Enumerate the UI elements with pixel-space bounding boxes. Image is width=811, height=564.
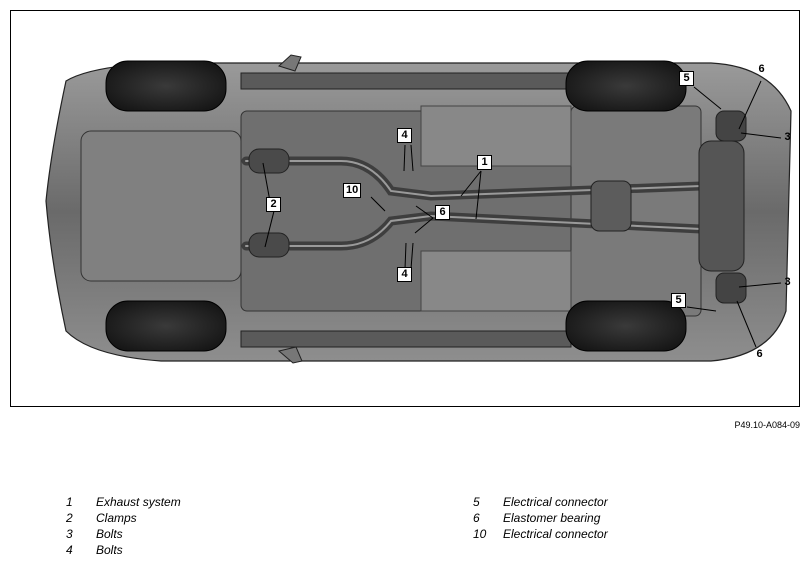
legend-text: Bolts	[96, 543, 123, 557]
callout-3-top: 3	[784, 131, 791, 143]
callout-3-bottom: 3	[784, 276, 791, 288]
mirror-top	[278, 54, 302, 72]
tire-rear-bottom	[565, 300, 687, 352]
legend-number: 6	[473, 511, 480, 525]
right-floor-panel	[420, 250, 572, 312]
left-floor-panel	[420, 105, 572, 167]
tire-rear-top	[565, 60, 687, 112]
legend-text: Bolts	[96, 527, 123, 541]
catalytic-converter-top	[248, 148, 290, 174]
legend-text: Clamps	[96, 511, 137, 525]
legend-item: 5 Electrical connector	[473, 494, 608, 510]
callout-5-top: 5	[679, 71, 694, 86]
rear-differential	[590, 180, 632, 232]
callout-5-bottom: 5	[671, 293, 686, 308]
callout-6-middle: 6	[435, 205, 450, 220]
callout-4-bottom: 4	[397, 267, 412, 282]
tailpipe-top	[715, 110, 747, 142]
legend-number: 1	[66, 495, 73, 509]
mirror-bottom	[277, 346, 303, 364]
sill-top	[240, 72, 572, 90]
exhaust-system	[241, 156, 706, 251]
callout-1: 1	[477, 155, 492, 170]
callout-4-top: 4	[397, 128, 412, 143]
legend-number: 10	[473, 527, 487, 541]
legend-number: 2	[66, 511, 73, 525]
callout-6-bottom: 6	[756, 348, 763, 360]
legend-item: 1 Exhaust system	[66, 494, 181, 510]
vehicle-underside-figure: 5 6 3 4 1 2 10 6 4 3 5 6	[10, 10, 800, 407]
legend-text: Electrical connector	[503, 527, 608, 541]
legend-item: 6 Elastomer bearing	[473, 510, 608, 526]
figure-id: P49.10-A084-09	[734, 420, 800, 430]
legend-item: 2 Clamps	[66, 510, 181, 526]
callout-6-top: 6	[758, 63, 765, 75]
legend-number: 5	[473, 495, 480, 509]
legend-item: 10 Electrical connector	[473, 526, 608, 542]
legend-text: Exhaust system	[96, 495, 181, 509]
callout-2: 2	[266, 197, 281, 212]
callout-10: 10	[343, 183, 362, 198]
tailpipe-bottom	[715, 272, 747, 304]
legend-text: Electrical connector	[503, 495, 608, 509]
tire-front-top	[105, 60, 227, 112]
legend-text: Elastomer bearing	[503, 511, 601, 525]
legend-number: 4	[66, 543, 73, 557]
legend-item: 3 Bolts	[66, 526, 181, 542]
legend-number: 3	[66, 527, 73, 541]
rear-muffler	[698, 140, 745, 272]
catalytic-converter-bottom	[248, 232, 290, 258]
legend-item: 4 Bolts	[66, 542, 181, 558]
sill-bottom	[240, 330, 572, 348]
tire-front-bottom	[105, 300, 227, 352]
front-subframe	[80, 130, 242, 282]
